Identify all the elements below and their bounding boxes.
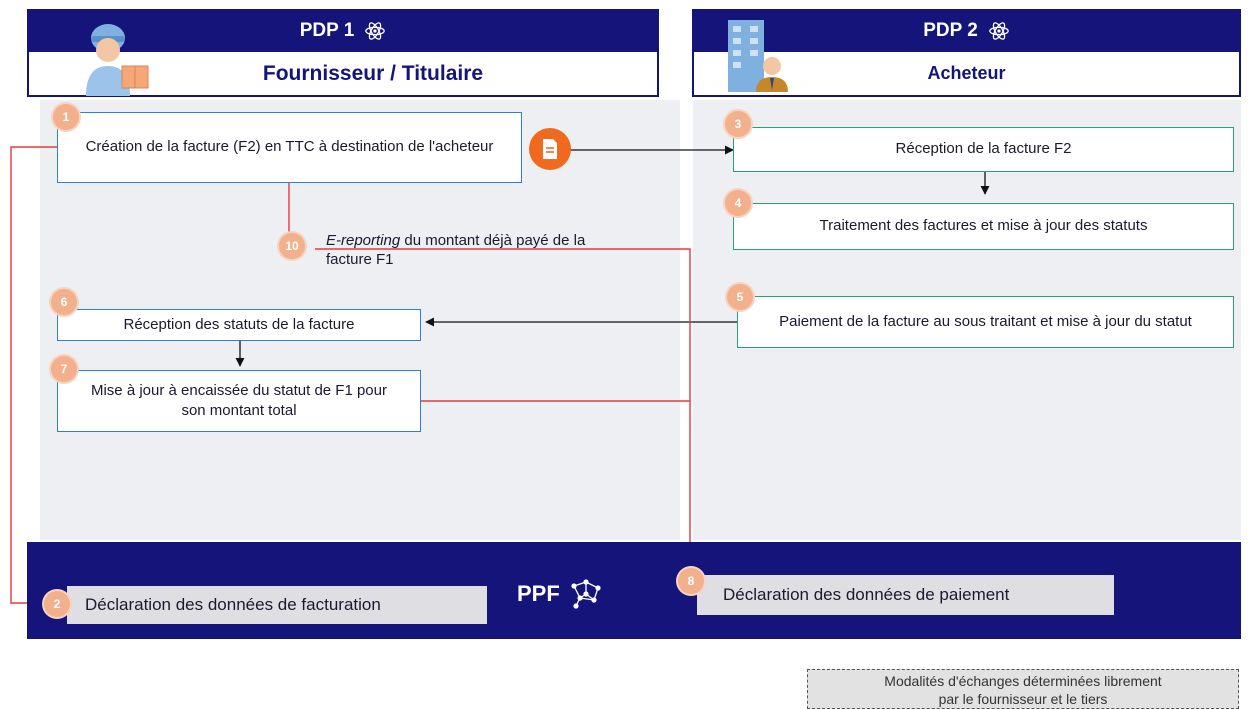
atom-icon	[988, 21, 1009, 40]
step-5-box: Paiement de la facture au sous traitant …	[737, 296, 1234, 348]
step-3-box: Réception de la facture F2	[733, 127, 1234, 172]
step-4-badge: 4	[725, 190, 751, 216]
ppf-right-text: Déclaration des données de paiement	[723, 585, 1010, 604]
step-4-text: Traitement des factures et mise à jour d…	[819, 217, 1148, 235]
step-10-text-rest: du montant déjà payé de la facture F1	[326, 232, 586, 268]
pdp1-header: PDP 1	[27, 9, 659, 52]
supplier-person-icon	[86, 24, 149, 96]
step-6-text: Réception des statuts de la facture	[123, 315, 355, 333]
step-7-badge: 7	[51, 356, 77, 382]
step-6-badge: 6	[51, 289, 77, 315]
legend-text: Modalités d'échanges déterminées libreme…	[884, 673, 1162, 708]
step-7-text: Mise à jour à encaissée du statut de F1 …	[90, 381, 387, 419]
step-5-badge: 5	[727, 284, 753, 310]
ppf-title-group: PPF	[517, 578, 604, 610]
step-5-text: Paiement de la facture au sous traitant …	[779, 312, 1192, 330]
step-1-box: Création de la facture (F2) en TTC à des…	[57, 112, 522, 183]
step-6-box: Réception des statuts de la facture	[57, 309, 421, 341]
step-3-text: Réception de la facture F2	[895, 140, 1072, 158]
step-3-badge: 3	[725, 111, 751, 137]
buyer-building-icon	[728, 20, 788, 92]
pdp1-subtitle: Fournisseur / Titulaire	[262, 61, 484, 85]
ppf-left-badge: 2	[44, 591, 70, 617]
step-10-text: E-reporting du montant déjà payé de la f…	[326, 232, 586, 270]
red-line-1-to-2	[10, 146, 57, 608]
step-1-badge: 1	[53, 104, 79, 130]
step-1-text: Création de la facture (F2) en TTC à des…	[85, 138, 494, 156]
pdp1-title: PDP 1	[299, 19, 355, 41]
step-10-text-emphasis: E-reporting	[326, 232, 401, 249]
step-10-badge: 10	[279, 233, 305, 259]
network-icon	[571, 579, 601, 609]
pdp2-subtitle: Acheteur	[927, 63, 1006, 83]
step-7-box: Mise à jour à encaissée du statut de F1 …	[57, 370, 421, 432]
legend-box: Modalités d'échanges déterminées libreme…	[807, 669, 1239, 709]
ppf-left-text: Déclaration des données de facturation	[85, 595, 381, 614]
ppf-left-box: Déclaration des données de facturation	[67, 586, 487, 624]
pdp2-title: PDP 2	[923, 19, 978, 41]
ppf-title: PPF	[517, 581, 560, 606]
pdp2-header: PDP 2	[692, 9, 1241, 52]
ppf-right-box: Déclaration des données de paiement	[697, 575, 1114, 615]
red-line-10-to-8	[315, 248, 695, 559]
document-icon	[529, 128, 571, 170]
atom-icon	[365, 21, 386, 40]
step-4-box: Traitement des factures et mise à jour d…	[733, 203, 1234, 250]
ppf-right-badge: 8	[678, 568, 704, 594]
